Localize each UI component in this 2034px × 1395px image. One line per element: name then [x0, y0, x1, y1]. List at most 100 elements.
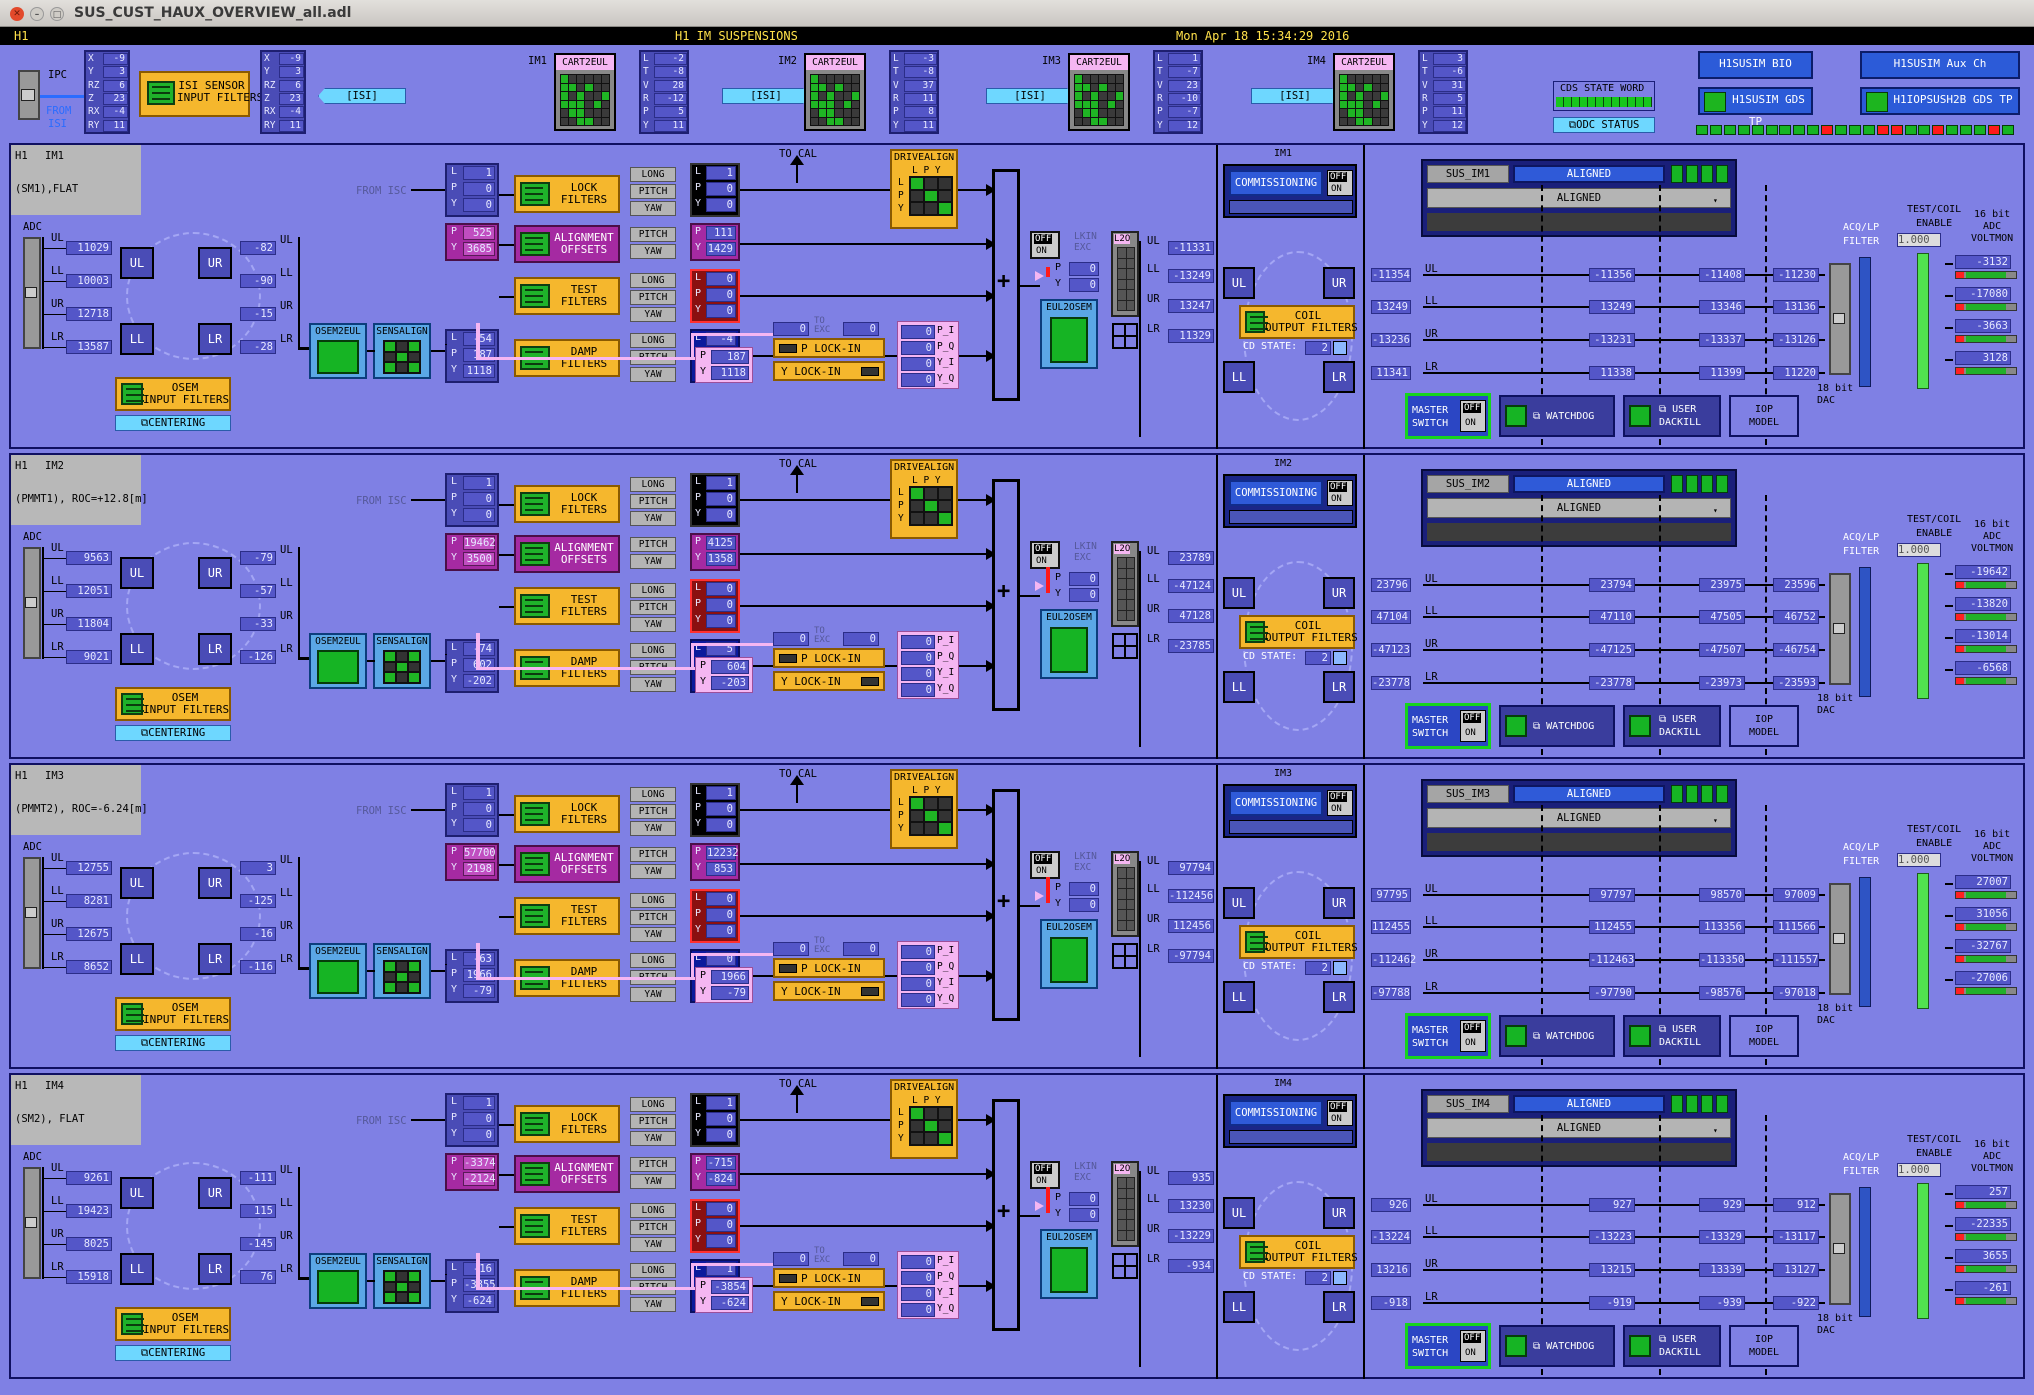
- y-lockin-button[interactable]: Y LOCK-IN: [773, 981, 885, 1001]
- osem-sensor-ul[interactable]: UL: [120, 867, 154, 899]
- test-filters-button[interactable]: TEST FILTERS: [514, 897, 620, 935]
- guardian-request-menu[interactable]: ALIGNED: [1427, 1118, 1731, 1138]
- osem-sensor-ur[interactable]: UR: [198, 247, 232, 279]
- coil-lr[interactable]: LR: [1323, 1291, 1355, 1323]
- test-coil-value[interactable]: 1.000: [1897, 543, 1941, 557]
- y-lockin-button[interactable]: Y LOCK-IN: [773, 1291, 885, 1311]
- centering-button[interactable]: ⧉CENTERING: [115, 1035, 231, 1051]
- alignment-offsets-button[interactable]: ALIGNMENT OFFSETS: [514, 1155, 620, 1193]
- lock-filters-button[interactable]: LOCK FILTERS: [514, 795, 620, 833]
- sus-aux-button[interactable]: H1SUSIM Aux Ch: [1860, 51, 2020, 79]
- coil-ul[interactable]: UL: [1223, 887, 1255, 919]
- sensalign-block[interactable]: SENSALIGN: [373, 323, 431, 379]
- guardian-node-label[interactable]: SUS_IM1: [1427, 165, 1509, 183]
- isi-sensor-filters-button[interactable]: ISI SENSOR INPUT FILTERS: [139, 71, 263, 117]
- osem2eul-block[interactable]: OSEM2EUL: [309, 943, 367, 999]
- coil-ul[interactable]: UL: [1223, 267, 1255, 299]
- p-lockin-button[interactable]: P LOCK-IN: [773, 648, 885, 668]
- coil-lr[interactable]: LR: [1323, 671, 1355, 703]
- coil-ll[interactable]: LL: [1223, 1291, 1255, 1323]
- centering-button[interactable]: ⧉CENTERING: [115, 725, 231, 741]
- cart2eul-block[interactable]: CART2EUL: [1333, 53, 1395, 131]
- coil-output-filters-button[interactable]: COIL OUTPUT FILTERS: [1239, 1235, 1358, 1269]
- osem-sensor-ur[interactable]: UR: [198, 867, 232, 899]
- coil-ur[interactable]: UR: [1323, 887, 1355, 919]
- coil-output-filters-button[interactable]: COIL OUTPUT FILTERS: [1239, 305, 1358, 339]
- coil-ur[interactable]: UR: [1323, 1197, 1355, 1229]
- guardian-request-menu[interactable]: ALIGNED: [1427, 188, 1731, 208]
- y-lockin-button[interactable]: Y LOCK-IN: [773, 361, 885, 381]
- coil-ll[interactable]: LL: [1223, 671, 1255, 703]
- iop-model-button[interactable]: IOP MODEL: [1729, 395, 1799, 437]
- guardian-request-menu[interactable]: ALIGNED: [1427, 808, 1731, 828]
- osem2eul-block[interactable]: OSEM2EUL: [309, 1253, 367, 1309]
- coil-ul[interactable]: UL: [1223, 1197, 1255, 1229]
- lock-filters-button[interactable]: LOCK FILTERS: [514, 1105, 620, 1143]
- sensalign-block[interactable]: SENSALIGN: [373, 1253, 431, 1309]
- osem-sensor-ul[interactable]: UL: [120, 557, 154, 589]
- cart2eul-block[interactable]: CART2EUL: [1068, 53, 1130, 131]
- user-dackill-button[interactable]: ⧉ USER DACKILL: [1623, 1325, 1721, 1367]
- osem-sensor-lr[interactable]: LR: [198, 633, 232, 665]
- iop-model-button[interactable]: IOP MODEL: [1729, 705, 1799, 747]
- watchdog-button[interactable]: ⧉ WATCHDOG: [1499, 705, 1615, 747]
- l2o-block[interactable]: L2O: [1111, 1161, 1139, 1247]
- sensalign-block[interactable]: SENSALIGN: [373, 943, 431, 999]
- commissioning-button[interactable]: COMMISSIONING: [1229, 790, 1323, 816]
- osem-sensor-ll[interactable]: LL: [120, 633, 154, 665]
- coil-lr[interactable]: LR: [1323, 981, 1355, 1013]
- guardian-node-label[interactable]: SUS_IM4: [1427, 1095, 1509, 1113]
- test-filters-button[interactable]: TEST FILTERS: [514, 1207, 620, 1245]
- coil-lr[interactable]: LR: [1323, 361, 1355, 393]
- osem-input-filters-button[interactable]: OSEM INPUT FILTERS: [115, 1307, 231, 1341]
- commissioning-button[interactable]: COMMISSIONING: [1229, 170, 1323, 196]
- osem-sensor-ll[interactable]: LL: [120, 943, 154, 975]
- osem-input-filters-button[interactable]: OSEM INPUT FILTERS: [115, 997, 231, 1031]
- osem-sensor-lr[interactable]: LR: [198, 1253, 232, 1285]
- user-dackill-button[interactable]: ⧉ USER DACKILL: [1623, 1015, 1721, 1057]
- l2o-block[interactable]: L2O: [1111, 851, 1139, 937]
- alignment-offsets-button[interactable]: ALIGNMENT OFFSETS: [514, 535, 620, 573]
- odc-status-button[interactable]: ⧉ODC STATUS: [1553, 117, 1655, 133]
- eul2osem-block[interactable]: EUL2OSEM: [1040, 919, 1098, 989]
- cart2eul-block[interactable]: CART2EUL: [804, 53, 866, 131]
- y-lockin-button[interactable]: Y LOCK-IN: [773, 671, 885, 691]
- osem-sensor-ul[interactable]: UL: [120, 247, 154, 279]
- centering-button[interactable]: ⧉CENTERING: [115, 415, 231, 431]
- test-filters-button[interactable]: TEST FILTERS: [514, 587, 620, 625]
- cd-state-icon[interactable]: [1333, 961, 1347, 975]
- sus-bio-button[interactable]: H1SUSIM BIO: [1698, 51, 1813, 79]
- iop-model-button[interactable]: IOP MODEL: [1729, 1325, 1799, 1367]
- coil-output-filters-button[interactable]: COIL OUTPUT FILTERS: [1239, 615, 1358, 649]
- sensalign-block[interactable]: SENSALIGN: [373, 633, 431, 689]
- coil-output-filters-button[interactable]: COIL OUTPUT FILTERS: [1239, 925, 1358, 959]
- lock-filters-button[interactable]: LOCK FILTERS: [514, 485, 620, 523]
- osem-sensor-lr[interactable]: LR: [198, 943, 232, 975]
- sus-gds-tp-button[interactable]: H1SUSIM GDS TP: [1698, 87, 1813, 128]
- osem2eul-block[interactable]: OSEM2EUL: [309, 633, 367, 689]
- coil-ul[interactable]: UL: [1223, 577, 1255, 609]
- osem-sensor-ur[interactable]: UR: [198, 557, 232, 589]
- cd-state-icon[interactable]: [1333, 341, 1347, 355]
- eul2osem-block[interactable]: EUL2OSEM: [1040, 1229, 1098, 1299]
- close-icon[interactable]: ✕: [10, 7, 24, 21]
- alignment-offsets-button[interactable]: ALIGNMENT OFFSETS: [514, 845, 620, 883]
- osem-sensor-ll[interactable]: LL: [120, 323, 154, 355]
- user-dackill-button[interactable]: ⧉ USER DACKILL: [1623, 395, 1721, 437]
- eul2osem-block[interactable]: EUL2OSEM: [1040, 609, 1098, 679]
